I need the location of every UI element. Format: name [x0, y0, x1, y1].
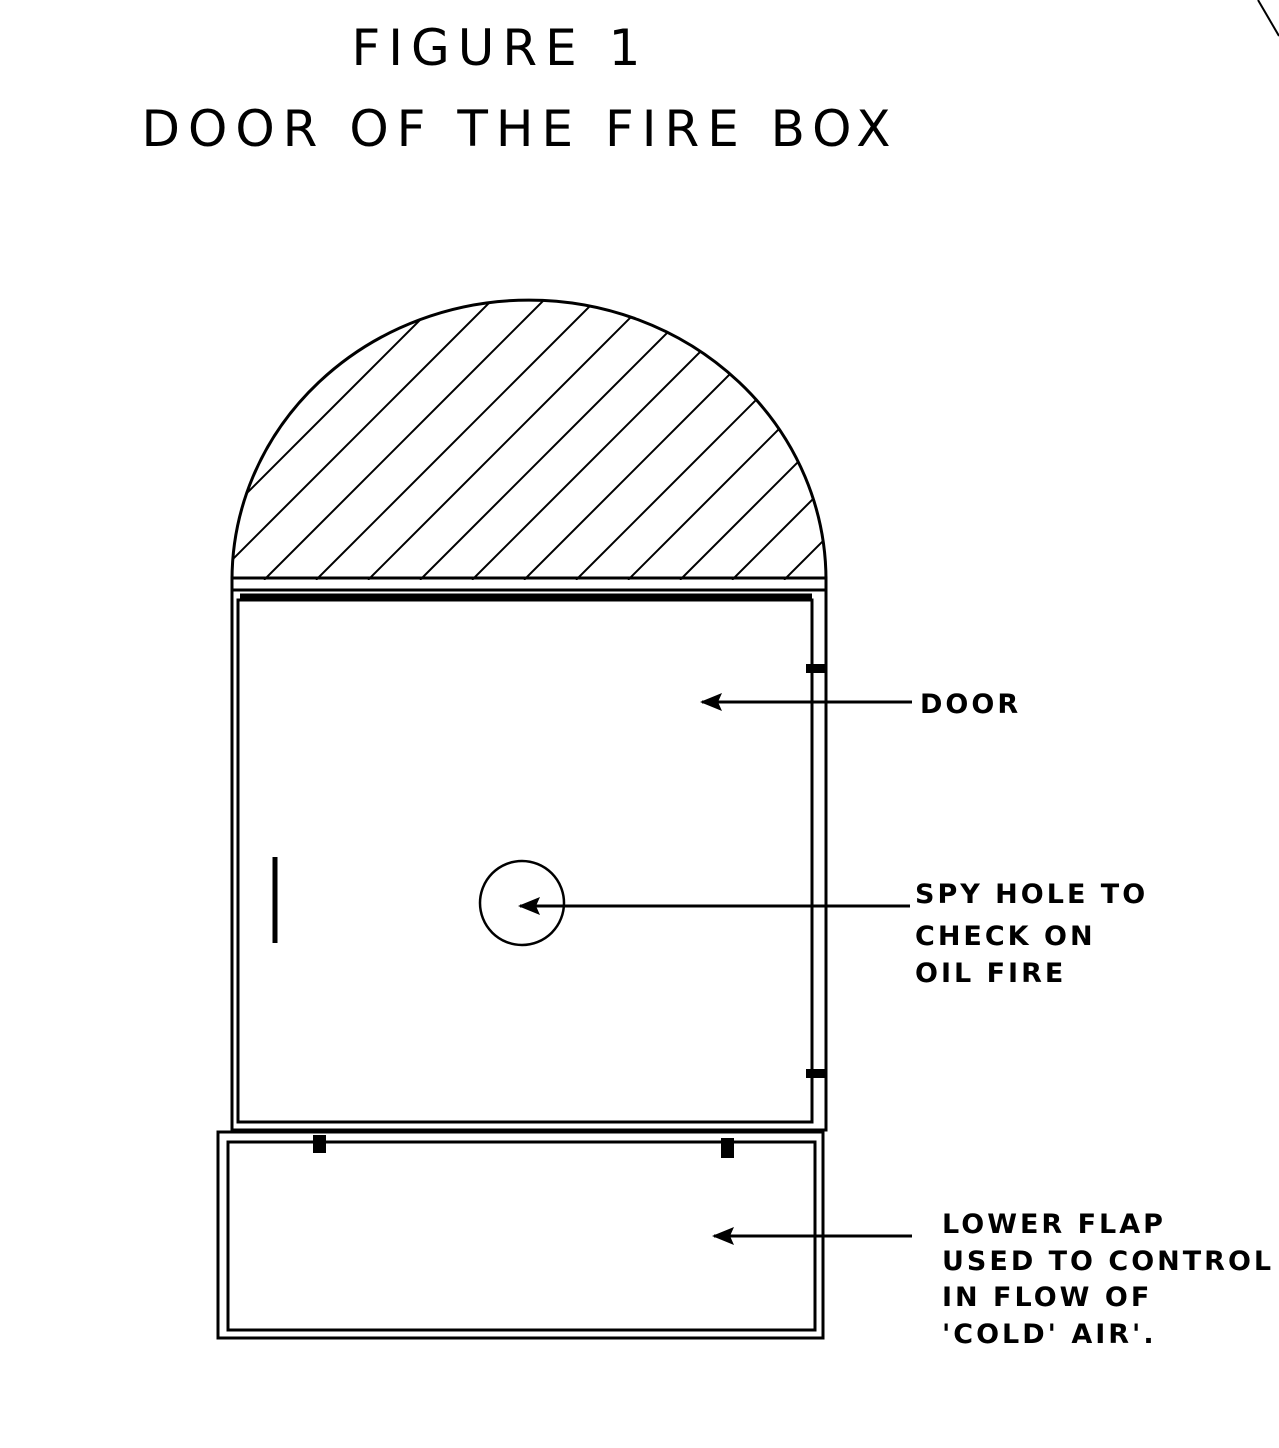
label-line: USED TO CONTROL — [942, 1246, 1274, 1277]
hatch-line — [679, 300, 826, 580]
hinge-lower — [806, 1069, 826, 1078]
hatch-line — [232, 300, 253, 580]
label-lower-flap: LOWER FLAP USED TO CONTROL IN FLOW OF 'C… — [942, 1209, 1274, 1350]
hatch-line — [783, 300, 826, 580]
hatched-dome — [0, 280, 1279, 581]
label-door: DOOR — [920, 689, 1021, 720]
spy-hole-arrow — [518, 897, 910, 915]
hatch-line — [232, 300, 513, 580]
label-line: 'COLD' AIR'. — [942, 1319, 1157, 1350]
hatch-line — [940, 280, 1240, 580]
hatch-line — [0, 280, 200, 580]
figure-number: FIGURE 1 — [352, 19, 649, 77]
label-spy-hole: SPY HOLE TO CHECK ON OIL FIRE — [915, 879, 1148, 989]
door-frame — [230, 588, 828, 1132]
hinge-upper — [806, 664, 826, 673]
flap-hinge-right — [721, 1138, 734, 1158]
hatch-line — [731, 300, 826, 580]
hatch-line — [992, 280, 1279, 580]
stray-mark — [1257, 0, 1279, 37]
label-line: LOWER FLAP — [942, 1209, 1166, 1240]
hatch-line — [1096, 280, 1279, 580]
figure-title: DOOR OF THE FIRE BOX — [141, 100, 898, 158]
hatch-line — [367, 300, 669, 580]
door-panel — [236, 598, 814, 1124]
hatch-line — [1148, 280, 1279, 580]
dome-band — [230, 576, 828, 592]
flap-hinge-left — [313, 1135, 326, 1153]
label-line: CHECK ON — [915, 921, 1096, 952]
spy-hole — [478, 859, 566, 947]
hatch-line — [575, 300, 826, 580]
hatch-line — [1044, 280, 1279, 580]
lower-flap-arrow — [712, 1227, 912, 1245]
hatch-line — [232, 300, 305, 580]
label-line: OIL FIRE — [915, 958, 1066, 989]
hatch-line — [232, 300, 461, 580]
hatch-line — [263, 300, 565, 580]
label-line: SPY HOLE TO — [915, 879, 1148, 910]
door-arrow — [700, 693, 912, 711]
hatch-line — [888, 280, 1188, 580]
label-line: IN FLOW OF — [942, 1282, 1152, 1313]
hatch-line — [315, 300, 617, 580]
hatch-line — [836, 280, 1136, 580]
